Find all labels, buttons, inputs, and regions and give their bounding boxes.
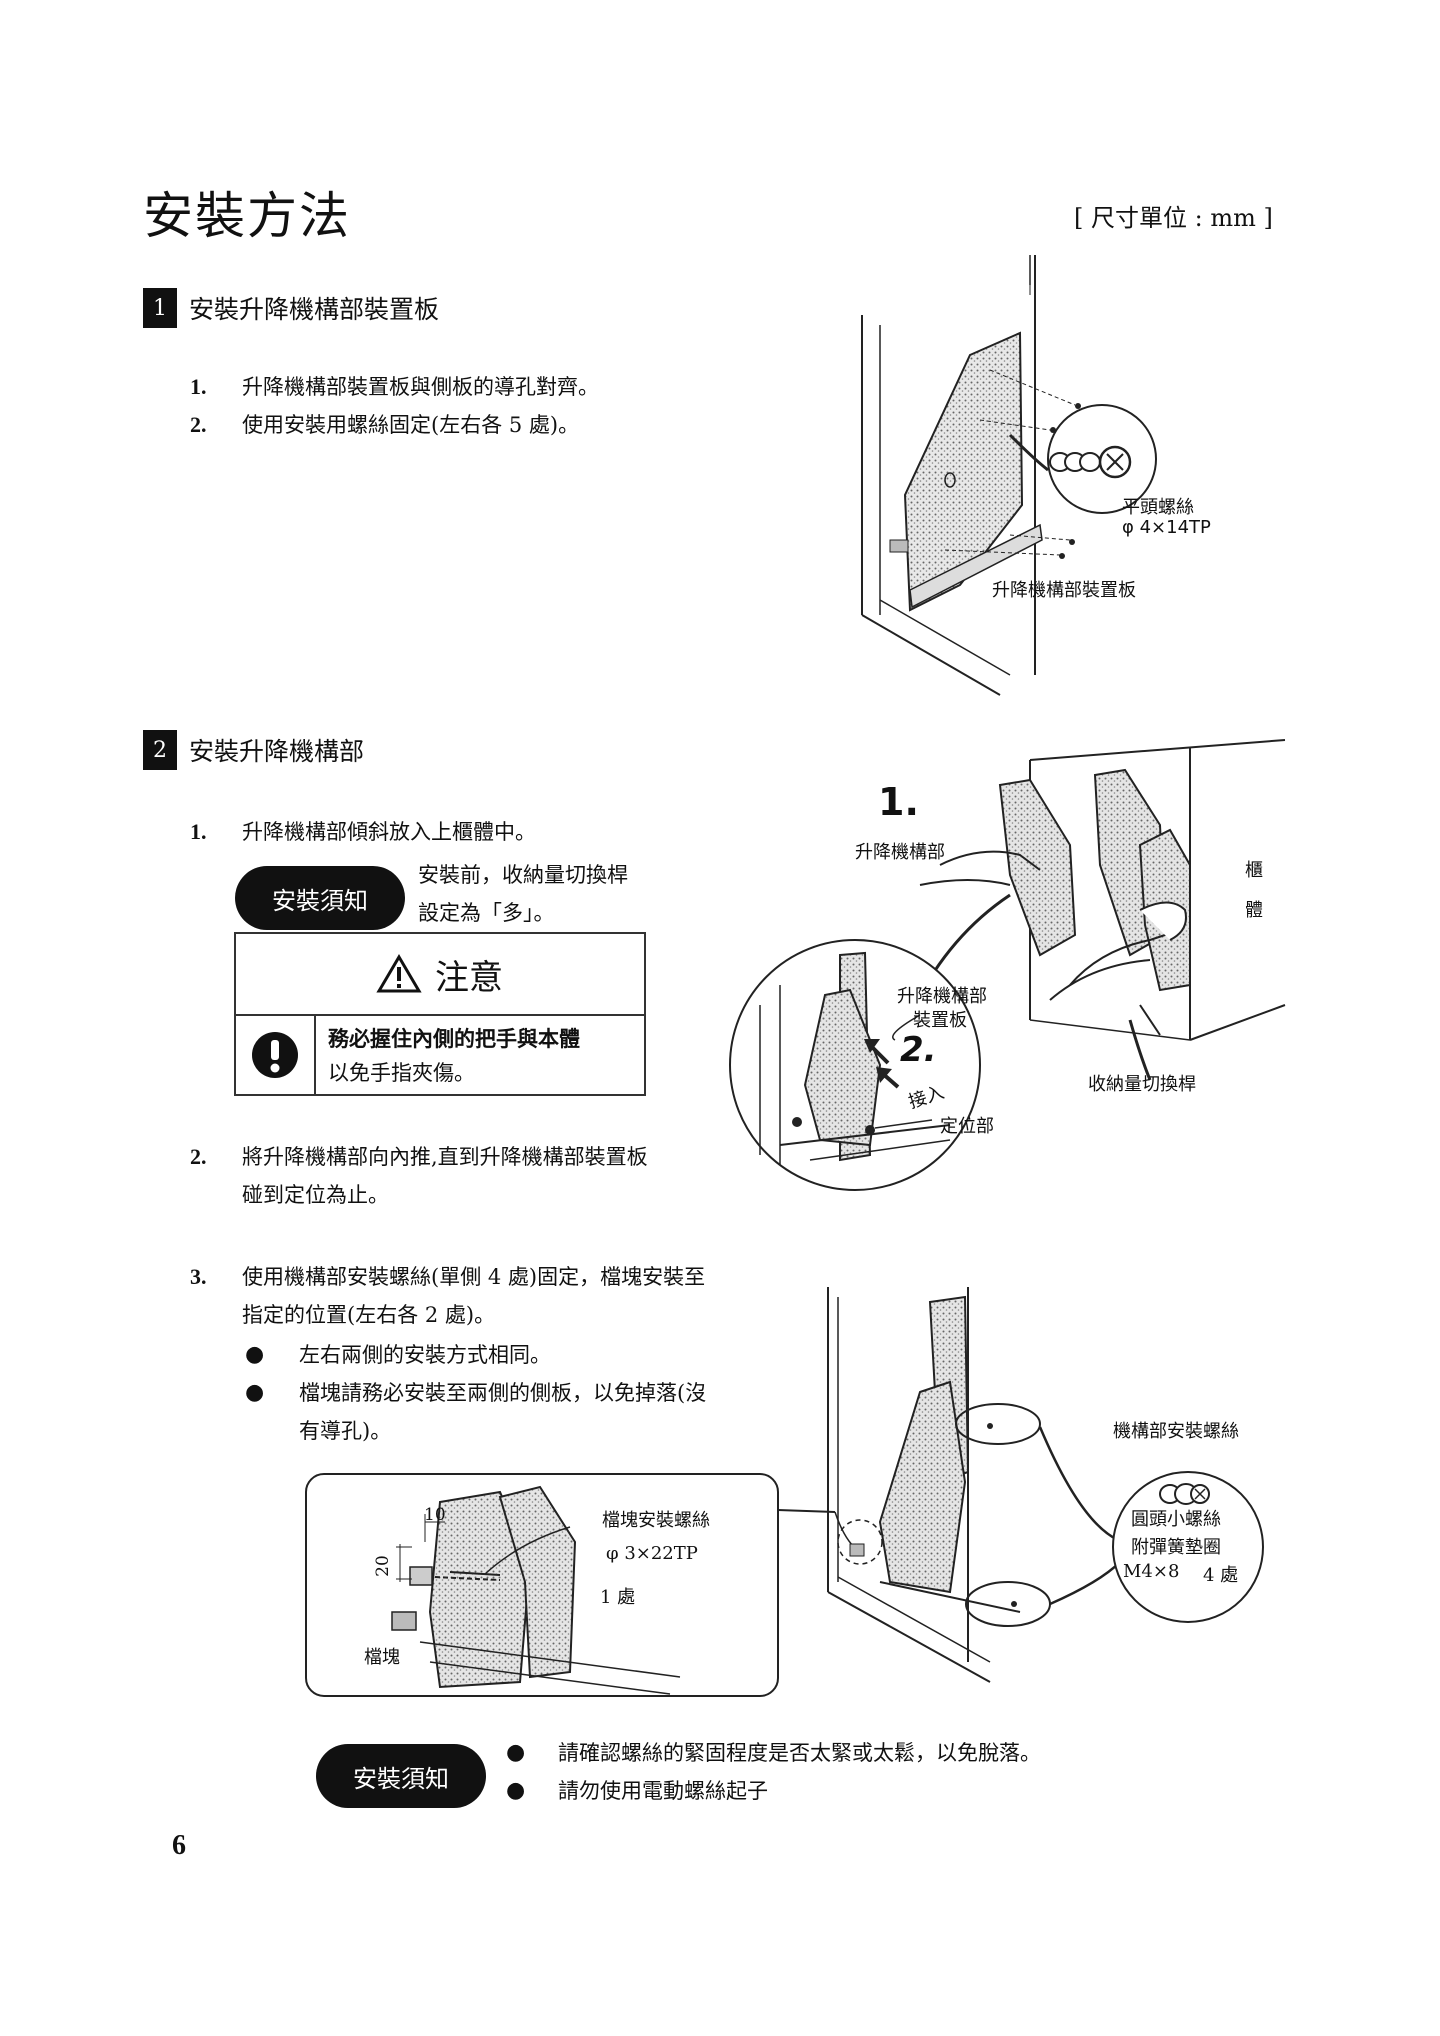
section-1-number: 1 bbox=[143, 288, 177, 328]
bullet-item: ● 左右兩側的安裝方式相同。 bbox=[245, 1336, 706, 1374]
stopper-label: 檔塊 bbox=[364, 1647, 400, 1668]
exclamation-icon bbox=[252, 1032, 298, 1078]
mechanism-label: 升降機構部 bbox=[855, 842, 945, 863]
notice-item-text: 請確認螺絲的緊固程度是否太緊或太鬆，以免脫落。 bbox=[558, 1741, 1041, 1765]
step-number: 2. bbox=[190, 1144, 207, 1169]
section-2-bullets: ● 左右兩側的安裝方式相同。 ● 檔塊請務必安裝至兩側的側板，以免掉落(沒 有導… bbox=[245, 1336, 706, 1450]
stopper-screw-spec: φ 3×22TP bbox=[606, 1543, 698, 1564]
notice-item: ● 請確認螺絲的緊固程度是否太緊或太鬆，以免脫落。 bbox=[506, 1734, 1041, 1772]
install-notice-2-list: ● 請確認螺絲的緊固程度是否太緊或太鬆，以免脫落。 ● 請勿使用電動螺絲起子 bbox=[506, 1734, 1041, 1810]
step-text: 指定的位置(左右各 2 處)。 bbox=[242, 1303, 496, 1327]
lever-label: 收納量切換桿 bbox=[1088, 1074, 1196, 1095]
bullet-dot-icon: ● bbox=[506, 1740, 526, 1765]
section-1-title: 安裝升降機構部裝置板 bbox=[189, 295, 440, 324]
step-text: 使用機構部安裝螺絲(單側 4 處)固定，檔塊安裝至 bbox=[242, 1265, 706, 1289]
stopper-screw-count: 1 處 bbox=[600, 1587, 636, 1608]
section-2-step-1: 1. 升降機構部傾斜放入上櫃體中。 bbox=[190, 813, 536, 851]
caution-box: 注意 務必握住內側的把手與本體 以免手指夾傷。 bbox=[234, 932, 646, 1096]
mech-screw-count: 4 處 bbox=[1203, 1565, 1239, 1586]
bullet-item: ● 檔塊請務必安裝至兩側的側板，以免掉落(沒 有導孔)。 bbox=[245, 1374, 706, 1450]
bullet-dot-icon: ● bbox=[245, 1342, 265, 1367]
caution-body: 務必握住內側的把手與本體 以免手指夾傷。 bbox=[236, 1016, 644, 1094]
caution-bold-text: 務必握住內側的把手與本體 bbox=[328, 1027, 580, 1051]
section-2-number: 2 bbox=[143, 730, 177, 770]
cabinet-label-bottom: 體 bbox=[1245, 900, 1263, 921]
notice-line: 安裝前，收納量切換桿 bbox=[418, 863, 628, 887]
step-text: 升降機構部傾斜放入上櫃體中。 bbox=[242, 820, 536, 844]
step-text: 將升降機構部向內推,直到升降機構部裝置板 bbox=[242, 1145, 648, 1169]
page-number: 6 bbox=[172, 1830, 186, 1861]
step-text: 碰到定位為止。 bbox=[242, 1183, 389, 1207]
step-1-marker: 1. bbox=[878, 780, 919, 824]
notice-item: ● 請勿使用電動螺絲起子 bbox=[506, 1772, 1041, 1810]
stopper-screw-label: 檔塊安裝螺絲 bbox=[602, 1510, 710, 1531]
unit-note: [ 尺寸單位 : mm ] bbox=[1074, 204, 1273, 232]
caution-heading: 注意 bbox=[435, 957, 503, 998]
plate-label-line-1: 升降機構部 bbox=[897, 986, 987, 1007]
warning-triangle-icon bbox=[376, 954, 422, 993]
section-2-step-2: 2. 將升降機構部向內推,直到升降機構部裝置板 碰到定位為止。 bbox=[190, 1138, 648, 1214]
section-1-steps: 1. 升降機構部裝置板與側板的導孔對齊。 2. 使用安裝用螺絲固定(左右各 5 … bbox=[190, 368, 599, 444]
step-number: 1. bbox=[190, 374, 207, 399]
install-notice-text: 安裝前，收納量切換桿 設定為「多」。 bbox=[418, 856, 628, 932]
bullet-dot-icon: ● bbox=[245, 1380, 265, 1405]
mech-screw-washer: 附彈簧墊圈 bbox=[1131, 1537, 1221, 1558]
dimension-10: 10 bbox=[424, 1505, 446, 1525]
step-number: 2. bbox=[190, 412, 207, 437]
section-1-step-2: 2. 使用安裝用螺絲固定(左右各 5 處)。 bbox=[190, 406, 599, 444]
section-2-title: 安裝升降機構部 bbox=[189, 737, 365, 766]
position-label: 定位部 bbox=[940, 1116, 994, 1137]
notice-item-text: 請勿使用電動螺絲起子 bbox=[558, 1779, 768, 1803]
mech-screw-label: 機構部安裝螺絲 bbox=[1113, 1421, 1239, 1442]
caution-text: 務必握住內側的把手與本體 以免手指夾傷。 bbox=[316, 1016, 580, 1094]
notice-line: 設定為「多」。 bbox=[418, 901, 555, 925]
section-1-step-1: 1. 升降機構部裝置板與側板的導孔對齊。 bbox=[190, 368, 599, 406]
step-number: 3. bbox=[190, 1264, 207, 1289]
flat-head-screw-spec: φ 4×14TP bbox=[1122, 517, 1211, 538]
step-text: 使用安裝用螺絲固定(左右各 5 處)。 bbox=[242, 413, 580, 437]
step-number: 1. bbox=[190, 819, 207, 844]
mech-screw-spec: M4×8 bbox=[1123, 1561, 1180, 1582]
step-2-marker: 2. bbox=[900, 1030, 937, 1070]
bullet-text: 檔塊請務必安裝至兩側的側板，以免掉落(沒 bbox=[299, 1381, 707, 1405]
mechanism-insertion-illustration bbox=[729, 739, 1286, 1191]
plate-label-line-2: 裝置板 bbox=[913, 1010, 967, 1031]
caution-header: 注意 bbox=[236, 934, 644, 1016]
dimension-20: 20 bbox=[372, 1555, 393, 1577]
install-notice-pill: 安裝須知 bbox=[235, 866, 405, 930]
cabinet-label-top: 櫃 bbox=[1245, 860, 1263, 881]
bullet-text: 有導孔)。 bbox=[299, 1419, 392, 1443]
section-2-heading: 2 安裝升降機構部 bbox=[143, 730, 364, 770]
install-notice-pill-2: 安裝須知 bbox=[316, 1744, 486, 1808]
mech-screw-type: 圓頭小螺絲 bbox=[1131, 1509, 1221, 1530]
plate-mounting-illustration bbox=[861, 255, 1157, 696]
caution-sub-text: 以免手指夾傷。 bbox=[328, 1061, 475, 1085]
section-2-step-3: 3. 使用機構部安裝螺絲(單側 4 處)固定，檔塊安裝至 指定的位置(左右各 2 … bbox=[190, 1258, 705, 1334]
section-1-heading: 1 安裝升降機構部裝置板 bbox=[143, 288, 439, 328]
bullet-text: 左右兩側的安裝方式相同。 bbox=[299, 1343, 551, 1367]
caution-icon-cell bbox=[236, 1016, 316, 1094]
step-text: 升降機構部裝置板與側板的導孔對齊。 bbox=[242, 375, 599, 399]
plate-label: 升降機構部裝置板 bbox=[992, 580, 1136, 601]
flat-head-screw-label: 平頭螺絲 bbox=[1122, 497, 1194, 518]
bullet-dot-icon: ● bbox=[506, 1778, 526, 1803]
stopper-detail-illustration bbox=[305, 1287, 1264, 1697]
page-title: 安裝方法 bbox=[143, 187, 351, 245]
